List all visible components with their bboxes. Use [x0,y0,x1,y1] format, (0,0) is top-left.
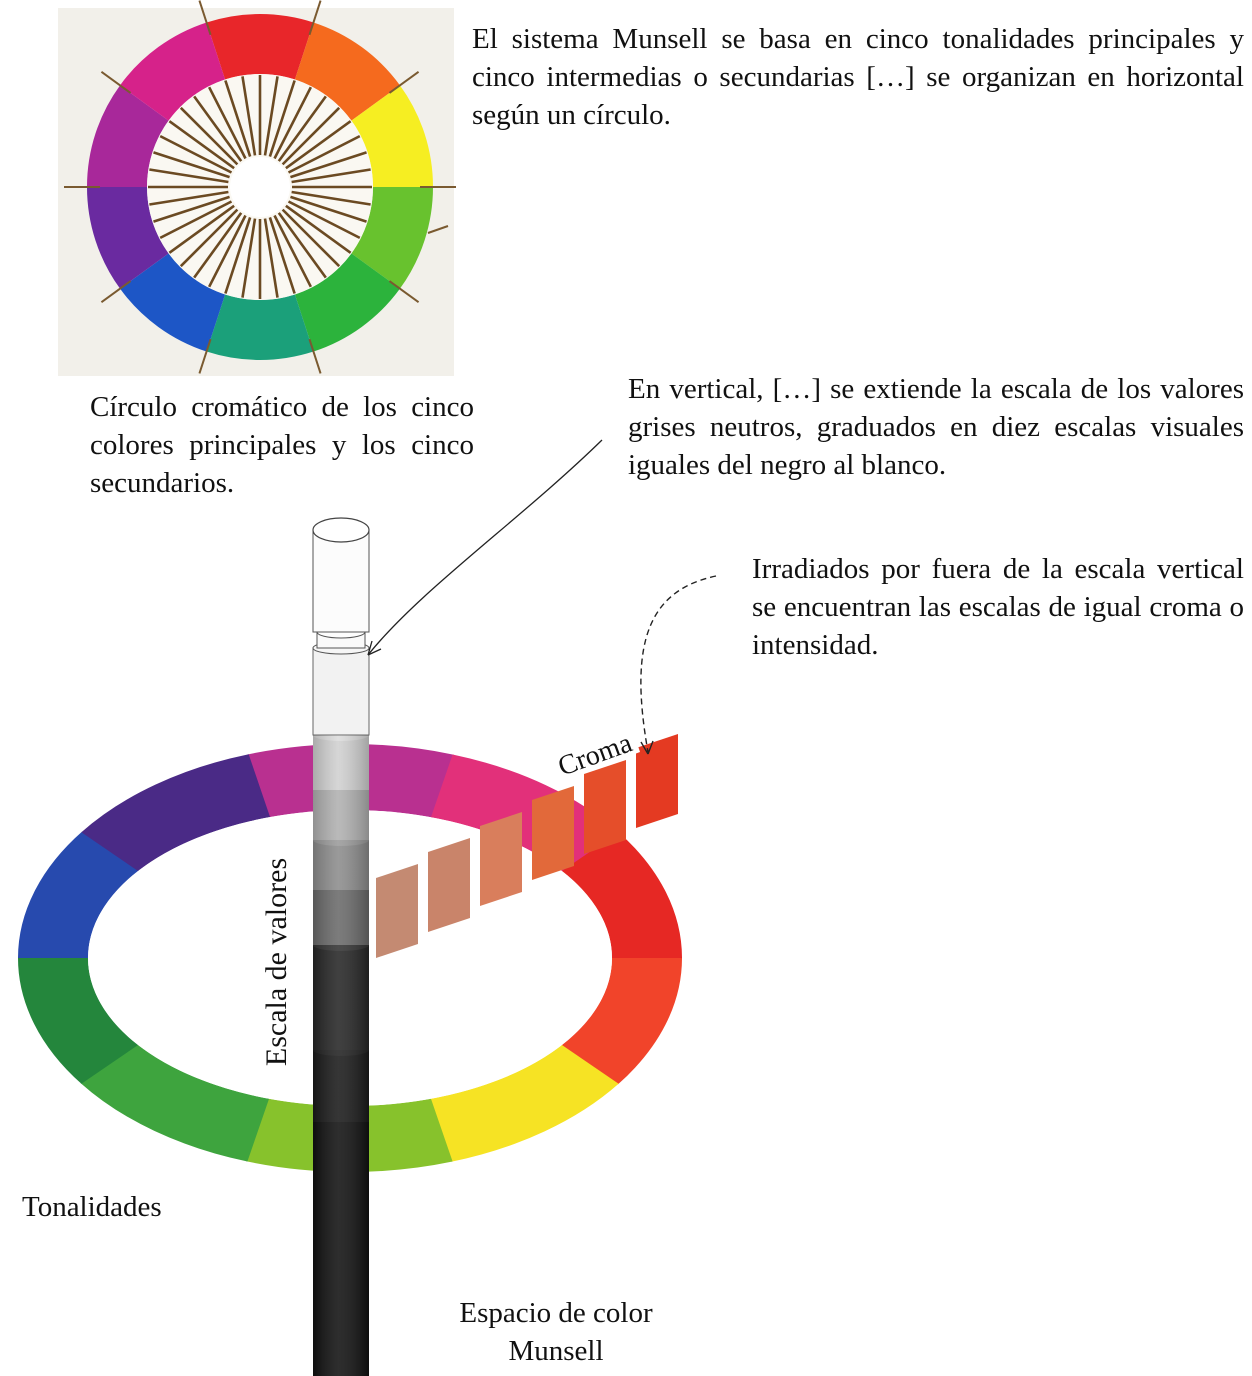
hue-wheel-segment [120,22,226,121]
hue-wheel-spoke [285,204,352,254]
hue-wheel-spoke [207,86,247,160]
hue-wheel-spoke [224,217,252,294]
hue-ring-segment [80,1044,270,1162]
chroma-arrow [640,575,717,753]
hue-ring-segment [429,1044,619,1162]
hue-wheel-spoke [268,80,296,157]
chroma-arrow-head [640,740,654,755]
hue-wheel-spoke [287,200,361,240]
hue-wheel-segment [120,253,226,352]
hue-wheel-tick [100,70,132,94]
hue-ring-segment [561,832,682,959]
hue-wheel-spoke [285,120,352,170]
hue-wheel-segment [87,187,169,289]
hue-wheel-segment [294,253,400,352]
hue-wheel-spoke [168,204,235,254]
hue-wheel-segment [294,22,400,121]
hue-wheel-tick [388,70,420,94]
chroma-description: Irradiados por fuera de la escala vertic… [752,553,1244,661]
hue-wheel-spoke [193,95,243,162]
hue-wheel-spoke [207,214,247,288]
hue-wheel-spoke [153,151,230,179]
hue-wheel-segment [206,14,314,80]
munsell-space-label: Espacio de color Munsell [459,1297,653,1367]
hue-wheel-tick [388,280,420,304]
hue-wheel-spoke [193,212,243,279]
hue-wheel [58,0,456,376]
value-scale-label-box: Escala de valores [256,840,298,1082]
hue-wheel-spoke [241,76,257,156]
hue-wheel-tick [308,338,322,374]
hue-wheel-spoke [273,214,313,288]
hue-ring-segment [18,957,139,1084]
hues-label: Tonalidades [22,1191,162,1223]
hue-wheel-segment [351,85,433,187]
hue-wheel-spoke [153,195,230,223]
chroma-chip [532,786,574,880]
chroma-scale [376,734,678,958]
hue-wheel-spoke [290,195,367,223]
hue-wheel-spoke [290,151,367,179]
hue-wheel-tick [198,0,212,36]
hue-wheel-spoke [268,217,296,294]
hue-wheel-spoke [291,168,371,184]
hue-wheel-segment [87,85,169,187]
hue-wheel-segment [206,294,314,360]
hue-wheel-spoke [273,86,313,160]
hue-wheel-spoke [179,208,239,268]
chroma-chip [636,734,678,828]
hue-wheel-spoke [241,218,257,298]
chroma-chip [480,812,522,906]
hue-wheel-spoke [291,190,371,206]
vertical-scale-description: En vertical, […] se extiende la escala d… [628,373,1244,481]
chroma-chip [376,864,418,958]
hue-wheel-spoke [159,134,233,174]
value-column [312,517,370,1376]
hue-wheel-spoke [277,212,327,279]
hue-wheel-ticks [64,0,456,374]
hue-wheel-segments [87,14,433,360]
chroma-chip [584,760,626,854]
hue-wheel-segment [351,187,433,289]
hue-wheel-tick [308,0,322,36]
hue-wheel-spoke [159,200,233,240]
hue-wheel-spokes [148,75,372,299]
hue-wheel-spoke [281,106,341,166]
hue-wheel-tick [100,280,132,304]
hue-wheel-spoke [179,106,239,166]
hue-wheel-spoke [224,80,252,157]
hue-wheel-spoke [149,190,229,206]
hue-wheel-spoke [168,120,235,170]
hue-ring-segment [81,754,271,872]
wheel-caption: Círculo cromático de los cinco colores p… [90,391,474,499]
hue-wheel-tick [198,338,212,374]
hue-ring-segment [18,831,139,958]
hue-wheel-spoke [263,76,279,156]
munsell-intro-text: El sistema Munsell se basa en cinco tona… [472,23,1244,131]
hue-wheel-spoke [263,218,279,298]
hue-wheel-spoke [287,134,361,174]
value-arrow [367,439,603,656]
hue-ring-segment [561,958,682,1085]
chroma-chip [428,838,470,932]
hue-wheel-spoke [277,95,327,162]
hue-wheel-spoke [149,168,229,184]
value-scale-label: Escala de valores [260,858,293,1066]
hue-wheel-spoke [281,208,341,268]
